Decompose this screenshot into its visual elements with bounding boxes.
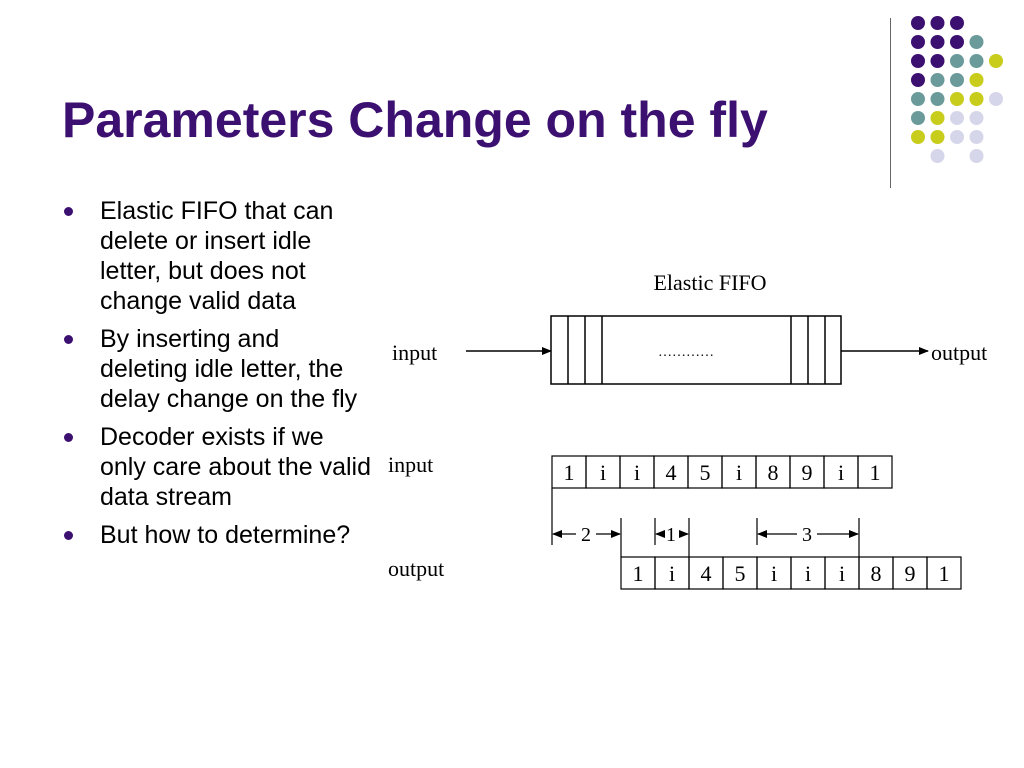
- decorative-dot: [969, 73, 984, 87]
- decorative-dot-grid: [911, 16, 1003, 163]
- decorative-dot: [911, 92, 925, 106]
- bullet-text: By inserting and deleting idle letter, t…: [100, 325, 358, 413]
- bullet-text: But how to determine?: [100, 521, 351, 549]
- elastic-fifo-diagram: Elastic FIFO ………… input output input out…: [388, 270, 987, 590]
- output-cell-label: 4: [701, 561, 712, 586]
- input-cell-label: 9: [802, 460, 813, 485]
- decorative-dot: [969, 35, 984, 49]
- decorative-dot: [969, 111, 984, 125]
- input-cell-label: 1: [564, 460, 575, 485]
- input-cell-label: i: [634, 460, 640, 485]
- bullet-dot-icon: [64, 207, 73, 216]
- decorative-dot: [930, 16, 945, 30]
- input-cell-label: 4: [666, 460, 677, 485]
- sequence-input-label: input: [388, 452, 433, 477]
- gap-label: 3: [802, 524, 812, 546]
- gap-label: 2: [581, 524, 591, 546]
- output-cell-label: i: [805, 561, 811, 586]
- fifo-input-label: input: [392, 340, 437, 365]
- input-cell-label: 1: [870, 460, 881, 485]
- input-cell-label: i: [838, 460, 844, 485]
- output-cell-label: i: [839, 561, 845, 586]
- input-cell-label: i: [736, 460, 742, 485]
- decorative-dot: [930, 149, 945, 163]
- decorative-dot: [950, 130, 964, 144]
- bullet-text: Elastic FIFO that can delete or insert i…: [100, 197, 334, 315]
- input-cell-label: 5: [700, 460, 711, 485]
- decorative-dot: [969, 54, 984, 68]
- decorative-dot: [911, 111, 925, 125]
- decorative-dot: [969, 92, 984, 106]
- decorative-dot: [930, 35, 945, 49]
- bullet-list: Elastic FIFO that can delete or insert i…: [62, 196, 372, 558]
- decorative-dot: [911, 35, 925, 49]
- slide-title: Parameters Change on the fly: [62, 92, 768, 148]
- output-cell: [926, 556, 962, 590]
- gap-label: 1: [666, 524, 676, 546]
- decorative-dot: [930, 92, 945, 106]
- bullet-text: Decoder exists if we only care about the…: [100, 423, 372, 511]
- input-cell-label: i: [600, 460, 606, 485]
- decorative-dot: [989, 54, 1003, 68]
- output-cell-label: 5: [735, 561, 746, 586]
- decorative-dot: [930, 111, 945, 125]
- bullet-item: But how to determine?: [62, 520, 372, 550]
- decorative-dot: [950, 92, 964, 106]
- bullet-item: Decoder exists if we only care about the…: [62, 422, 372, 512]
- output-cell-label: 8: [871, 561, 882, 586]
- decorative-dot: [950, 73, 964, 87]
- decorative-dot: [950, 111, 964, 125]
- decorative-dot: [911, 16, 925, 30]
- decorative-dot: [950, 54, 964, 68]
- decorative-dot: [969, 130, 984, 144]
- bullet-item: Elastic FIFO that can delete or insert i…: [62, 196, 372, 316]
- decorative-dot: [911, 73, 925, 87]
- decorative-dot: [950, 16, 964, 30]
- input-cell: [857, 455, 893, 489]
- output-cell-label: 1: [633, 561, 644, 586]
- decorative-dot: [930, 54, 945, 68]
- decorative-dot: [911, 54, 925, 68]
- fifo-ellipsis: …………: [658, 345, 714, 360]
- decorative-dot: [930, 73, 945, 87]
- bullet-dot-icon: [64, 531, 73, 540]
- sequence-output-label: output: [388, 556, 444, 581]
- input-cell-label: 8: [768, 460, 779, 485]
- decorative-dot: [969, 149, 984, 163]
- output-cell-label: 9: [905, 561, 916, 586]
- decorative-dot: [930, 130, 945, 144]
- output-cell-label: i: [771, 561, 777, 586]
- bullet-dot-icon: [64, 433, 73, 442]
- fifo-output-label: output: [931, 340, 987, 365]
- output-cell-label: 1: [939, 561, 950, 586]
- output-cell-label: i: [669, 561, 675, 586]
- bullet-dot-icon: [64, 335, 73, 344]
- bullet-item: By inserting and deleting idle letter, t…: [62, 324, 372, 414]
- fifo-title: Elastic FIFO: [653, 270, 766, 295]
- decorative-dot: [950, 35, 964, 49]
- decorative-dot: [911, 130, 925, 144]
- divider-line: [890, 18, 891, 188]
- decorative-dot: [989, 92, 1003, 106]
